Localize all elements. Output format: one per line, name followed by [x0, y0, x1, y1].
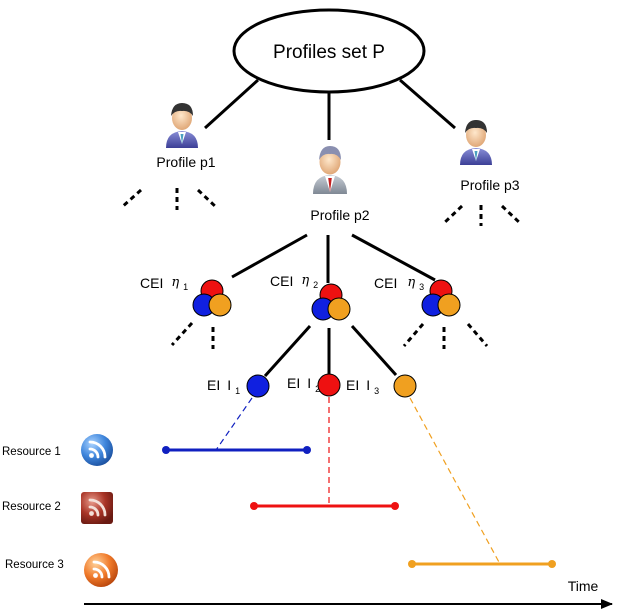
cei-2-circles [311, 283, 351, 321]
cei-orange-circle [208, 293, 232, 317]
profile-p1-label: Profile p1 [156, 154, 215, 170]
resource-3-end-point [548, 560, 556, 568]
edge-cei2-ei3 [350, 324, 398, 377]
resource-1-end-point [303, 446, 311, 454]
cei-node-1: CEI η 1 [140, 273, 232, 349]
cei-1-label: CEI η 1 [140, 273, 188, 292]
resource-1-start-point [162, 446, 170, 454]
edge-root-p1 [203, 78, 260, 130]
resource-2-end-point [391, 502, 399, 510]
resource-1-label: Resource 1 [2, 446, 61, 458]
profile-p1-dashed-branches [120, 188, 218, 210]
cei-3-label: CEI η 3 [374, 273, 424, 292]
cei-node-3: CEI η 3 [374, 273, 489, 349]
user-avatar-icon [313, 146, 347, 194]
ei-node-1: EI I 1 [207, 374, 270, 398]
ei-node-2: EI I 2 [287, 373, 341, 397]
cei-node-2: CEI η 2 [263, 271, 398, 378]
resource-2-row: Resource 2 [2, 492, 399, 524]
profile-p3-dashed-branches [441, 204, 523, 226]
ei-1-to-resource-1-connector [215, 397, 253, 451]
cei-3-dashed-branches [402, 323, 489, 349]
ei-3-label: EI I 3 [346, 377, 379, 396]
profile-p2: Profile p2 [231, 146, 436, 283]
ei-node-3: EI I 3 [346, 374, 417, 398]
resource-3-label: Resource 3 [5, 559, 64, 571]
rss-feed-icon [81, 434, 113, 466]
profiles-set-label: Profiles set P [273, 42, 385, 63]
resource-2-start-point [250, 502, 258, 510]
resource-1-row: Resource 1 [2, 434, 311, 466]
time-axis-label: Time [568, 578, 599, 594]
rss-feed-icon [81, 492, 113, 524]
ei-1-circle [246, 374, 270, 398]
profile-p2-label: Profile p2 [310, 207, 369, 223]
edge-p2-cei3 [351, 233, 436, 282]
profile-p3: Profile p3 [441, 120, 523, 226]
edge-p2-cei1 [231, 233, 308, 279]
ei-2-circle [317, 373, 341, 397]
profile-p3-label: Profile p3 [460, 177, 519, 193]
profile-p1: Profile p1 [120, 103, 218, 210]
cei-orange-circle [437, 293, 461, 317]
resource-3-row: Resource 3 [5, 553, 556, 587]
ei-3-to-resource-3-connector [409, 397, 501, 565]
ei-3-circle [393, 374, 417, 398]
cei-1-circles [192, 279, 232, 317]
cei-1-dashed-branches [170, 321, 215, 349]
cei-3-circles [421, 279, 461, 317]
edge-cei2-ei1 [263, 324, 312, 378]
rss-feed-icon [84, 553, 118, 587]
ei-1-label: EI I 1 [207, 377, 240, 396]
ei-2-label: EI I 2 [287, 375, 320, 394]
edge-root-p3 [399, 78, 456, 130]
user-avatar-icon [166, 103, 198, 148]
cei-2-label: CEI η 2 [270, 271, 318, 290]
user-avatar-icon [460, 120, 492, 165]
resource-3-start-point [408, 560, 416, 568]
resource-2-label: Resource 2 [2, 501, 61, 513]
cei-orange-circle [327, 297, 351, 321]
